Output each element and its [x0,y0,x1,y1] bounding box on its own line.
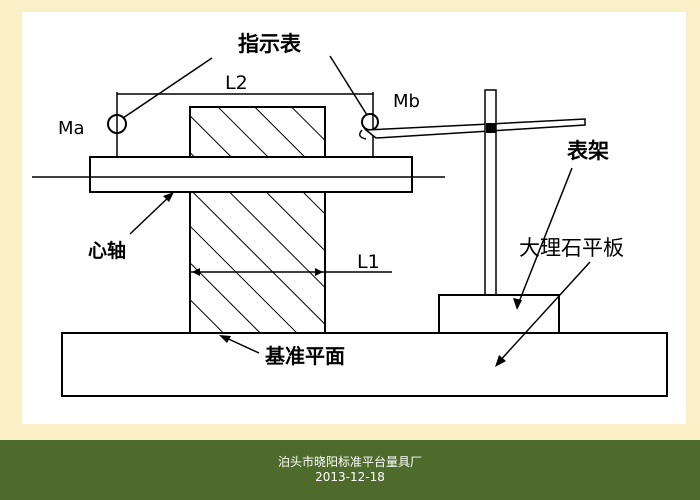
shaft-leader-arrow [163,192,174,202]
indicator-leader-left [122,57,213,119]
probe-mb-hook [359,129,367,140]
measurement-diagram: L2 Ma Mb 指示表 表架 心轴 [22,12,686,424]
l1-arrow-right [315,268,323,276]
marble-plate-leader [496,261,591,365]
slide-frame: L2 Ma Mb 指示表 表架 心轴 [22,12,686,424]
footer-company: 泊头市晓阳标准平台量具厂 [277,455,422,469]
hatched-column [189,106,326,334]
mb-label: Mb [393,91,420,112]
drawing-area [22,12,686,424]
l1-arrow-left [192,268,200,276]
marble-plate-leader-arrow [495,355,506,367]
l1-label: L1 [357,251,380,273]
shaft-label: 心轴 [88,239,126,262]
reference-plane-leader-arrow [219,335,231,343]
stand-clamp [486,123,496,133]
marble-plate-label: 大理石平板 [519,236,624,260]
stand-leader-arrow [513,298,522,310]
stand-label: 表架 [567,139,609,163]
stand-leader [516,167,573,308]
footer-bar: 泊头市晓阳标准平台量具厂 2013-12-18 [0,440,700,500]
indicator-label: 指示表 [238,32,302,56]
probe-ma [107,114,127,134]
footer-date: 2013-12-18 [315,470,385,484]
reference-plane-block [61,332,668,397]
shaft-block [89,156,413,193]
indicator-leader-right [329,55,368,116]
ma-label: Ma [58,118,85,139]
stand-base [438,294,560,334]
l2-label: L2 [225,72,248,94]
stand-post [484,89,497,296]
reference-plane-label: 基准平面 [265,344,345,368]
shaft-leader [129,193,173,235]
